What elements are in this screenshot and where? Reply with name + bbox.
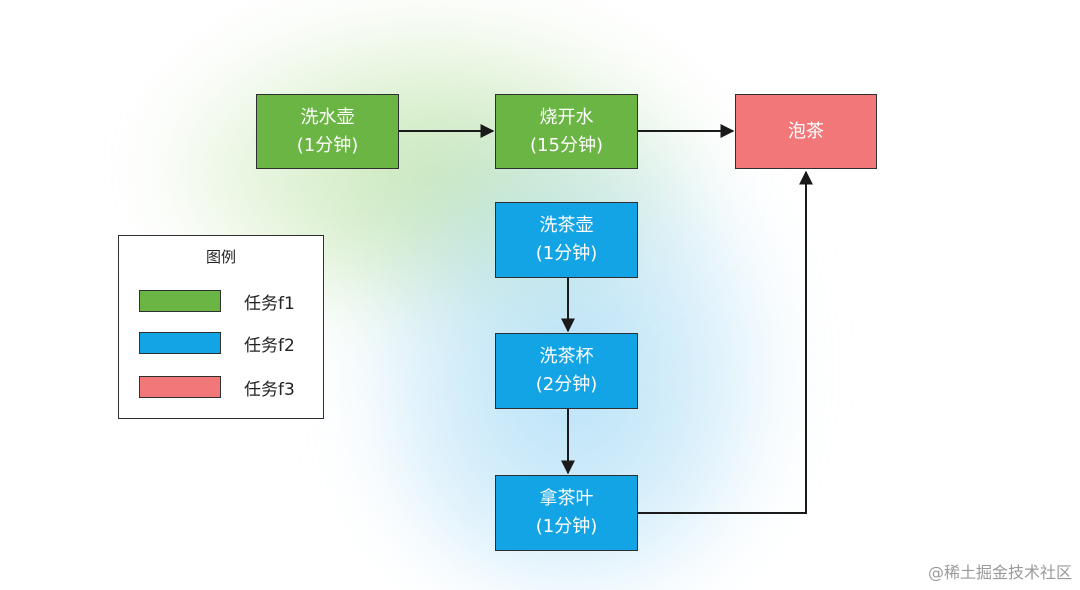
node-wash-cups-title: 洗茶杯 [539, 346, 594, 367]
node-boil-water-title: 烧开水 [539, 106, 594, 128]
node-make-tea: 泡茶 [735, 94, 877, 169]
node-boil-water-duration: (15分钟) [530, 134, 603, 156]
node-wash-kettle-title: 洗水壶 [300, 106, 355, 128]
edge-get-tea-leaves-to-make-tea [638, 170, 813, 514]
legend-swatch-f3 [139, 376, 221, 398]
node-wash-cups-duration: (2分钟) [535, 374, 598, 395]
legend-label-f2: 任务f2 [244, 336, 295, 356]
node-get-tea-leaves-duration: (1分钟) [535, 516, 598, 537]
node-wash-teapot-title: 洗茶壶 [539, 215, 594, 236]
node-wash-cups: 洗茶杯 (2分钟) [495, 333, 638, 409]
legend-label-f1: 任务f1 [244, 294, 295, 314]
node-get-tea-leaves: 拿茶叶 (1分钟) [495, 475, 638, 551]
watermark: @稀土掘金技术社区 [927, 563, 1072, 582]
node-wash-teapot-duration: (1分钟) [535, 243, 598, 264]
node-make-tea-title: 泡茶 [788, 120, 824, 142]
node-get-tea-leaves-title: 拿茶叶 [539, 488, 594, 509]
legend-swatch-f2 [139, 332, 221, 354]
node-wash-kettle-duration: (1分钟) [296, 134, 359, 156]
legend-label-f3: 任务f3 [244, 380, 295, 400]
legend: 图例 任务f1 任务f2 任务f3 [118, 235, 324, 419]
legend-swatch-f1 [139, 290, 221, 312]
node-wash-teapot: 洗茶壶 (1分钟) [495, 202, 638, 278]
node-boil-water: 烧开水 (15分钟) [495, 94, 638, 169]
legend-title: 图例 [205, 248, 236, 266]
node-wash-kettle: 洗水壶 (1分钟) [256, 94, 399, 169]
